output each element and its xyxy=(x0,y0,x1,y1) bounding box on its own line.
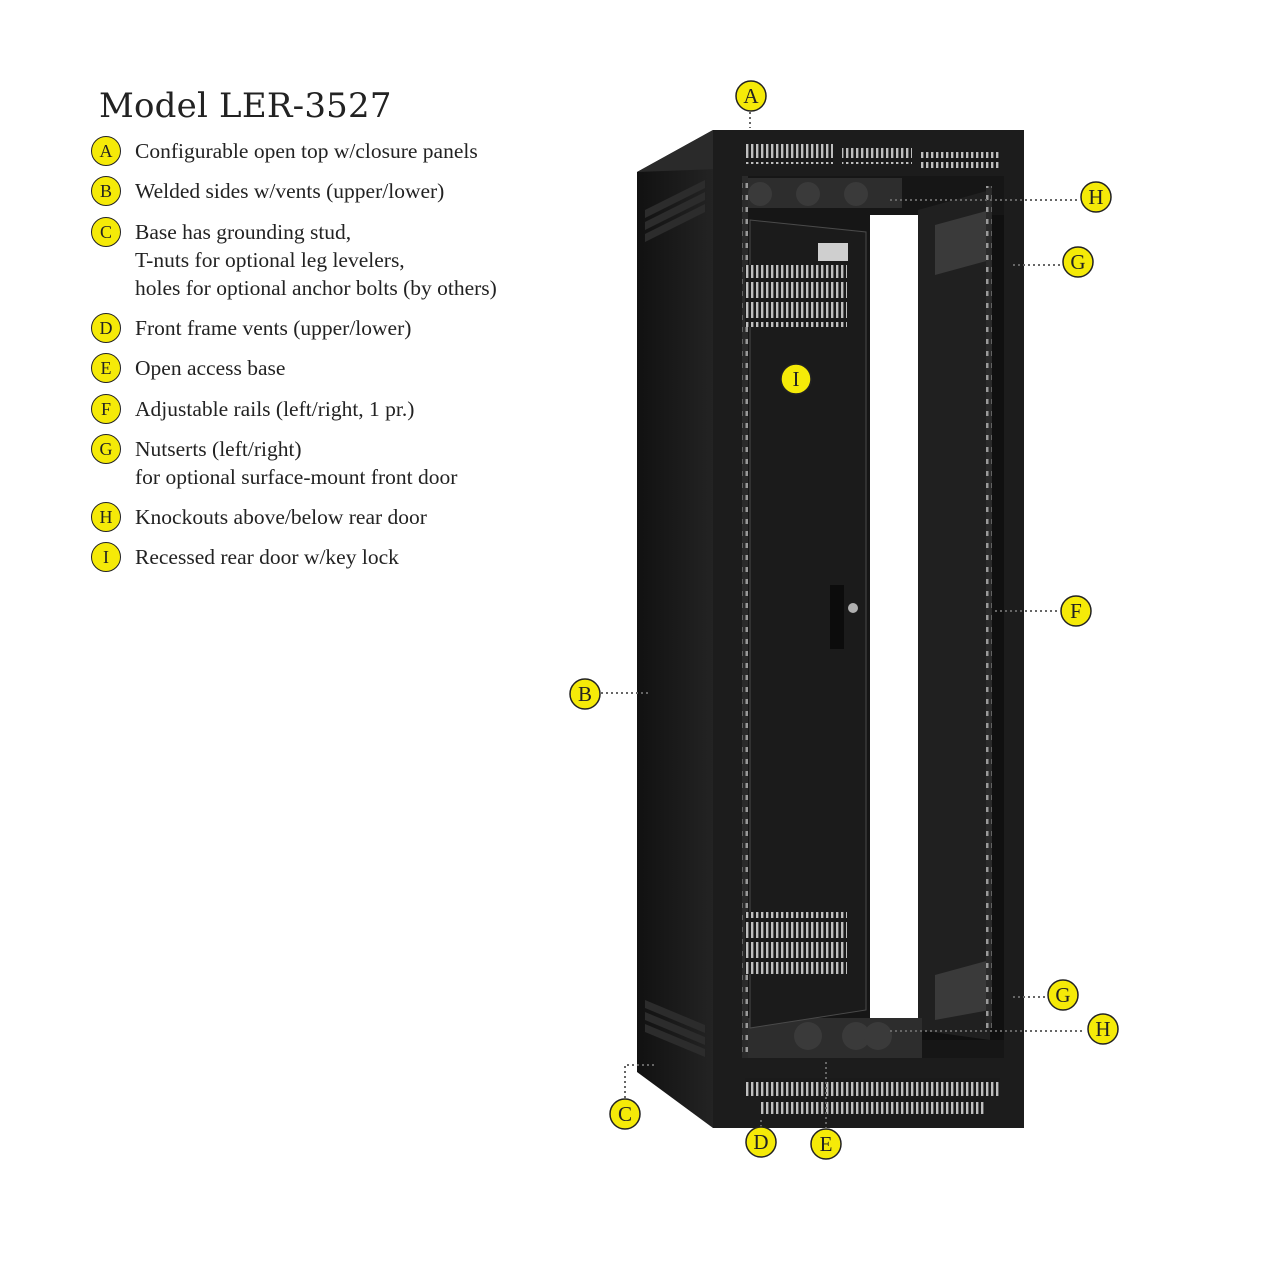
svg-text:H: H xyxy=(1095,1017,1110,1041)
svg-text:A: A xyxy=(743,84,759,108)
svg-text:D: D xyxy=(753,1130,768,1154)
callout-e: E xyxy=(810,1128,842,1160)
legend-text-f: Adjustable rails (left/right, 1 pr.) xyxy=(135,397,415,421)
model-title: Model LER-3527 xyxy=(99,86,392,126)
svg-text:F: F xyxy=(1070,599,1082,623)
callout-h-bottom: H xyxy=(1087,1013,1119,1045)
svg-text:G: G xyxy=(1055,983,1070,1007)
legend-badge-d: D xyxy=(91,313,121,343)
legend-item-a: A Configurable open top w/closure panels xyxy=(91,136,478,166)
svg-text:E: E xyxy=(820,1132,833,1156)
legend-text-c: Base has grounding stud, T-nuts for opti… xyxy=(135,220,497,300)
legend-badge-h: H xyxy=(91,502,121,532)
callout-h-top: H xyxy=(1080,181,1112,213)
legend-text-d: Front frame vents (upper/lower) xyxy=(135,316,412,340)
callout-i: I xyxy=(780,363,812,395)
callout-g-top: G xyxy=(1062,246,1094,278)
legend-item-b: B Welded sides w/vents (upper/lower) xyxy=(91,176,444,206)
callout-b: B xyxy=(569,678,601,710)
legend-item-f: F Adjustable rails (left/right, 1 pr.) xyxy=(91,394,414,424)
legend-badge-b: B xyxy=(91,176,121,206)
legend-item-g: G Nutserts (left/right) for optional sur… xyxy=(91,434,457,491)
legend-text-e: Open access base xyxy=(135,356,286,380)
legend-text-b: Welded sides w/vents (upper/lower) xyxy=(135,179,445,203)
rear-door xyxy=(745,219,867,1029)
legend-badge-f: F xyxy=(91,394,121,424)
svg-text:G: G xyxy=(1070,250,1085,274)
svg-text:C: C xyxy=(618,1102,632,1126)
legend-text-g: Nutserts (left/right) for optional surfa… xyxy=(135,437,458,489)
legend-item-c: C Base has grounding stud, T-nuts for op… xyxy=(91,217,497,302)
legend-item-d: D Front frame vents (upper/lower) xyxy=(91,313,411,343)
callout-a: A xyxy=(735,80,767,112)
legend-text-h: Knockouts above/below rear door xyxy=(135,505,427,529)
svg-text:H: H xyxy=(1088,185,1103,209)
legend-badge-a: A xyxy=(91,136,121,166)
legend-item-h: H Knockouts above/below rear door xyxy=(91,502,427,532)
svg-text:B: B xyxy=(578,682,592,706)
legend-text-a: Configurable open top w/closure panels xyxy=(135,139,478,163)
legend-badge-i: I xyxy=(91,542,121,572)
callout-f: F xyxy=(1060,595,1092,627)
legend-badge-e: E xyxy=(91,353,121,383)
svg-text:I: I xyxy=(793,367,800,391)
callout-c: C xyxy=(609,1098,641,1130)
legend-item-e: E Open access base xyxy=(91,353,285,383)
rack-side-panel xyxy=(637,130,713,1128)
callout-d: D xyxy=(745,1126,777,1158)
legend-badge-g: G xyxy=(91,434,121,464)
legend-badge-c: C xyxy=(91,217,121,247)
legend-text-i: Recessed rear door w/key lock xyxy=(135,545,399,569)
callout-g-bottom: G xyxy=(1047,979,1079,1011)
callout-leaders xyxy=(601,112,1085,1128)
legend-item-i: I Recessed rear door w/key lock xyxy=(91,542,399,572)
